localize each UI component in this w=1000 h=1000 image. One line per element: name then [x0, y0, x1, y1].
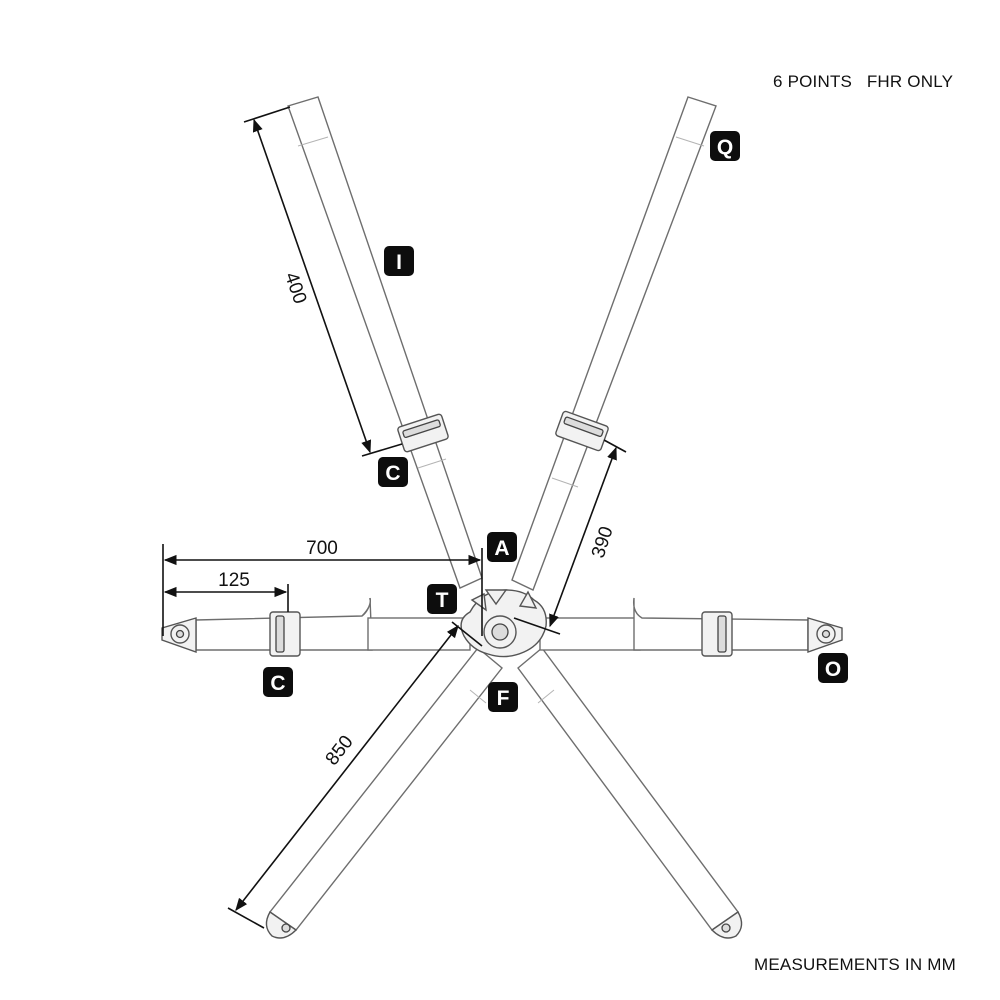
svg-text:C: C — [385, 462, 400, 485]
label-I: I — [384, 246, 414, 276]
dimension-shoulder-right-value: 390 — [588, 524, 618, 561]
svg-text:T: T — [436, 589, 449, 612]
label-T: T — [427, 584, 457, 614]
dimension-lap-total-value: 700 — [306, 538, 338, 559]
svg-text:A: A — [494, 537, 509, 560]
dimension-shoulder-left-value: 400 — [280, 270, 310, 307]
dimension-crotch-value: 850 — [322, 732, 358, 770]
svg-text:F: F — [497, 687, 510, 710]
label-A: A — [487, 532, 517, 562]
shoulder-adjuster-left — [397, 413, 449, 453]
crotch-strap-right — [517, 646, 743, 939]
configuration-caption: 6 POINTS FHR ONLY — [773, 72, 954, 91]
svg-text:O: O — [825, 658, 841, 681]
label-C-upper: C — [378, 457, 408, 487]
lap-belt-right — [539, 597, 843, 657]
shoulder-strap-left — [287, 96, 483, 589]
lap-adjuster-right — [701, 611, 733, 657]
crotch-strap-left — [265, 647, 503, 939]
svg-text:I: I — [396, 251, 402, 274]
dimension-lap-adjuster-value: 125 — [218, 570, 250, 591]
dimension-lap-adjuster: 125 — [163, 570, 289, 612]
central-buckle — [460, 589, 547, 658]
label-O: O — [818, 653, 848, 683]
label-Q: Q — [710, 131, 740, 161]
svg-text:C: C — [270, 672, 285, 695]
measurement-units-caption: MEASUREMENTS IN MM — [754, 955, 956, 974]
dimension-lap-total: 700 — [162, 538, 483, 636]
label-C-lower: C — [263, 667, 293, 697]
lap-adjuster-left — [269, 611, 301, 657]
svg-text:Q: Q — [717, 136, 733, 159]
lap-belt-left — [161, 597, 471, 657]
shoulder-strap-right — [511, 96, 717, 591]
label-F: F — [488, 682, 518, 712]
shoulder-adjuster-right — [555, 410, 609, 452]
